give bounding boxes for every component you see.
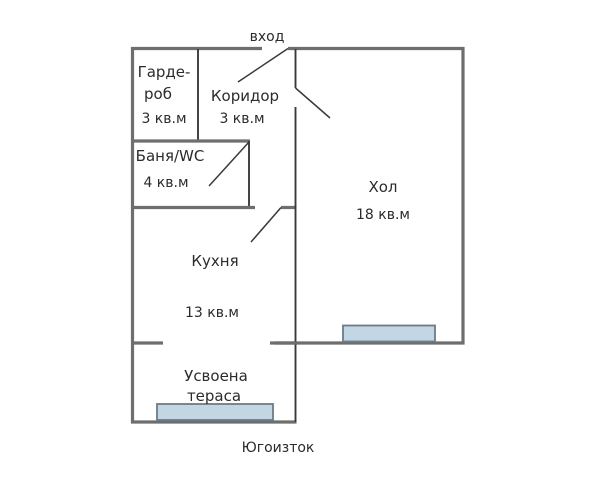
kitchen-name-label: Кухня	[191, 252, 238, 270]
bathroom-name-label: Баня/WC	[136, 147, 205, 165]
wardrobe-label-line2: роб	[144, 85, 172, 103]
kitchen-area-label: 13 кв.м	[185, 305, 239, 321]
wardrobe-label-line1: Гарде-	[138, 63, 191, 81]
terrace-label-line1: Усвоена	[184, 367, 248, 385]
corridor-hall-door-leaf	[295, 87, 331, 119]
wardrobe-area-label: 3 кв.м	[141, 111, 186, 127]
bathroom-door-leaf	[208, 141, 250, 187]
entrance-door-leaf	[237, 47, 289, 83]
corridor-area-label: 3 кв.м	[219, 111, 264, 127]
room-labels: Гарде- роб 3 кв.м Коридор 3 кв.м Баня/WC…	[136, 63, 410, 405]
bathroom-area-label: 4 кв.м	[143, 175, 188, 191]
terrace-label-line2: тераса	[187, 387, 241, 405]
orientation-label: Югоизток	[242, 440, 315, 456]
terrace-window	[156, 403, 274, 421]
entrance-label: вход	[250, 29, 285, 45]
door-leaves	[208, 47, 331, 243]
exterior-walls	[130, 46, 465, 424]
exterior-annotations: вход Югоизток	[242, 29, 315, 456]
hall-name-label: Хол	[368, 178, 397, 196]
hall-area-label: 18 кв.м	[356, 207, 410, 223]
hall-window	[342, 324, 436, 343]
interior-walls	[131, 49, 297, 422]
corridor-name-label: Коридор	[211, 87, 279, 105]
kitchen-door-leaf	[250, 207, 282, 243]
windows	[156, 324, 436, 421]
